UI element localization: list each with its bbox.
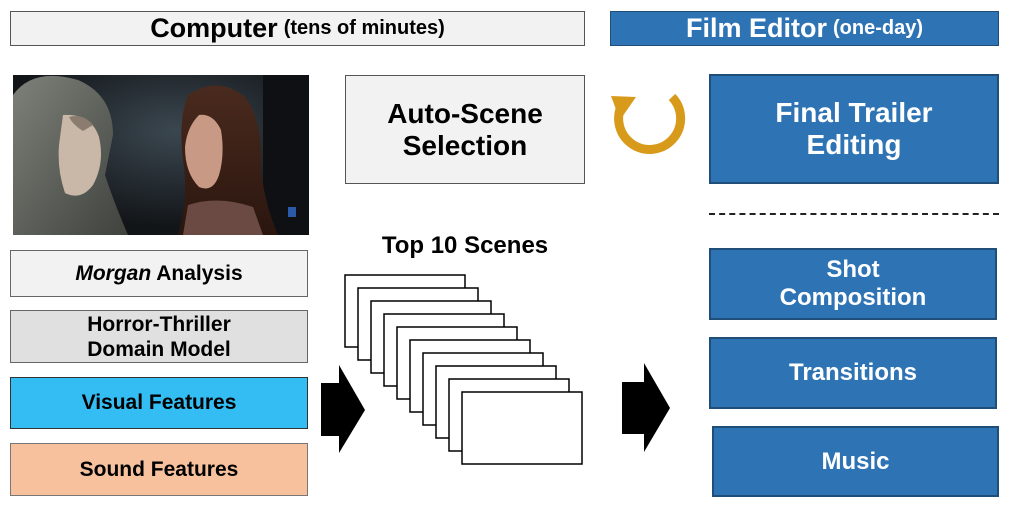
final-trailer-line1: Final Trailer — [775, 97, 933, 128]
morgan-title: Morgan — [75, 261, 152, 285]
final-trailer-line2: Editing — [806, 129, 902, 160]
movie-still-image — [13, 75, 309, 235]
visual-features-box: Visual Features — [10, 377, 308, 429]
block-arrow-right-icon — [622, 363, 670, 452]
computer-header: Computer (tens of minutes) — [10, 11, 585, 46]
shot-line2: Composition — [779, 284, 927, 311]
film-editor-header-title: Film Editor — [686, 13, 827, 43]
horror-thriller-box: Horror-Thriller Domain Model — [10, 310, 308, 363]
final-trailer-editing-box: Final Trailer Editing — [709, 74, 999, 184]
scene-frame — [461, 391, 583, 465]
auto-scene-line2: Selection — [402, 129, 528, 161]
refresh-cycle-icon — [611, 93, 686, 154]
block-arrow-right-icon — [321, 365, 365, 453]
morgan-analysis-box: Morgan Analysis — [10, 250, 308, 297]
morgan-analysis-label: Analysis — [151, 261, 243, 285]
horror-line1: Horror-Thriller — [87, 312, 231, 336]
auto-scene-line1: Auto-Scene — [387, 97, 543, 129]
shot-composition-box: Shot Composition — [709, 248, 997, 320]
top-scenes-label: Top 10 Scenes — [381, 232, 549, 259]
transitions-label: Transitions — [788, 359, 918, 386]
visual-features-label: Visual Features — [81, 391, 237, 414]
transitions-box: Transitions — [709, 337, 997, 409]
music-label: Music — [821, 447, 890, 475]
dashed-divider — [709, 213, 999, 215]
computer-header-subtitle: (tens of minutes) — [283, 17, 445, 39]
music-box: Music — [712, 426, 999, 497]
sound-features-label: Sound Features — [79, 457, 239, 481]
auto-scene-selection-box: Auto-Scene Selection — [345, 75, 585, 184]
film-editor-header: Film Editor (one-day) — [610, 11, 999, 46]
film-editor-header-subtitle: (one-day) — [833, 17, 923, 39]
horror-line2: Domain Model — [87, 337, 231, 361]
shot-line1: Shot — [826, 256, 880, 283]
scene-frames-stack — [344, 274, 583, 465]
computer-header-title: Computer — [150, 13, 278, 43]
sound-features-box: Sound Features — [10, 443, 308, 496]
